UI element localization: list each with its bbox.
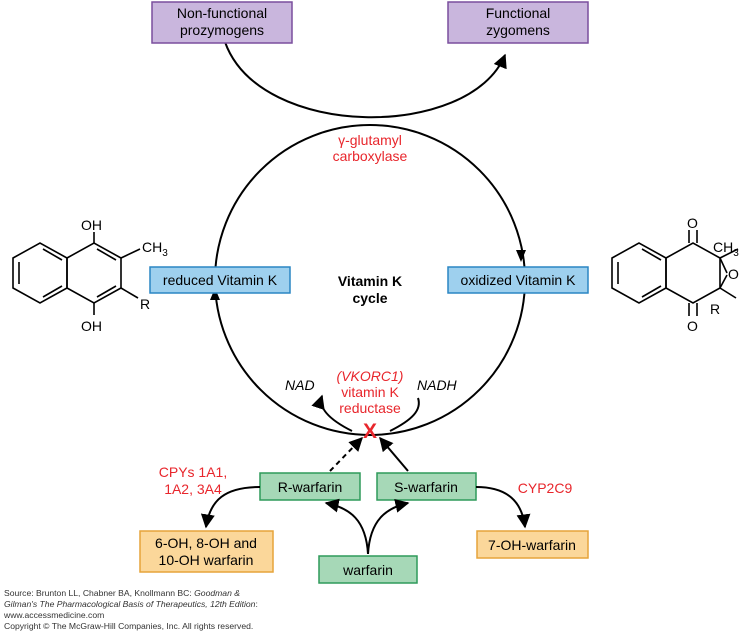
right-o-top: O [687,215,698,231]
warfarin-label: warfarin [342,562,393,578]
nad-arrow [311,394,353,432]
r-warfarin-label: R-warfarin [278,479,343,495]
reduced-vitamin-k-label: reduced Vitamin K [163,272,278,288]
source-footer: Source: Brunton LL, Chabner BA, Knollman… [4,588,344,632]
inhibition-mark: X [363,420,377,443]
source-title-part1: Goodman & [194,588,240,598]
cycle-title-line1: Vitamin K [338,273,402,289]
left-oh-bottom: OH [81,318,102,334]
reductase-line1: vitamin K [341,384,399,400]
nad-label: NAD [285,377,315,393]
left-r: R [140,296,150,312]
warfarin-box [318,555,418,584]
nonfunctional-line2: prozymogens [180,22,264,38]
s-warfarin-label: S-warfarin [394,479,458,495]
source-url: www.accessmedicine.com [4,610,105,620]
left-ch3: CH3 [142,239,168,259]
right-metabolite-box [476,530,589,559]
cycle-arrowhead-left [210,288,220,300]
source-line-2: Gilman's The Pharmacological Basis of Th… [4,599,344,610]
s-warfarin-box [376,472,477,501]
right-epoxide-o: O [728,266,739,282]
warfarin-to-r-arrow [324,498,369,555]
source-suffix: : [255,599,258,609]
oxidized-vitamin-k-structure [611,230,739,316]
r-warfarin-box [259,472,361,501]
functional-box [447,1,589,44]
reduced-vitamin-k-box [149,266,291,294]
cycle-arrowhead-right [516,250,526,262]
carboxylase-line2: carboxylase [333,148,408,164]
oxidized-vitamin-k-label: oxidized Vitamin K [461,272,577,288]
nonfunctional-line1: Non-functional [177,5,267,21]
carboxylation-arrow [224,41,507,119]
cyp2c9-label: CYP2C9 [518,480,573,496]
functional-line2: zygomens [486,22,550,38]
right-metabolite-label: 7-OH-warfarin [488,537,576,553]
r-metabolism-arrow [200,486,261,529]
nonfunctional-box [151,1,293,44]
left-metabolites-line2: 10-OH warfarin [159,552,254,568]
vkorc1-label: (VKORC1) [337,368,404,384]
left-metabolites-line1: 6-OH, 8-OH and [155,535,257,551]
reductase-line2: reductase [339,400,401,416]
carboxylase-line1: γ-glutamyl [338,132,402,148]
right-ch3: CH3 [713,239,739,259]
source-prefix: Source: Brunton LL, Chabner BA, Knollman… [4,588,195,598]
cyps-line1: CPYs 1A1, [159,464,227,480]
source-line-1: Source: Brunton LL, Chabner BA, Knollman… [4,588,344,599]
warfarin-to-s-arrow [367,498,410,555]
nadh-label: NADH [417,377,458,393]
right-r: R [710,301,720,317]
functional-line1: Functional [486,5,551,21]
reduced-vitamin-k-structure [12,232,141,315]
right-o-bottom: O [687,318,698,334]
left-metabolites-box [139,530,274,573]
source-title-part2: Gilman's The Pharmacological Basis of Th… [4,599,256,609]
s-warfarin-inhibition-arrow [379,436,409,472]
cycle-title-line2: cycle [352,290,387,306]
s-metabolism-arrow [475,486,531,529]
cyps-line2: 1A2, 3A4 [164,481,222,497]
left-oh-top: OH [81,217,102,233]
copyright: Copyright © The McGraw-Hill Companies, I… [4,621,254,631]
oxidized-vitamin-k-box [447,266,589,294]
r-warfarin-inhibition-arrow [329,436,363,472]
nadh-curve [389,397,420,432]
